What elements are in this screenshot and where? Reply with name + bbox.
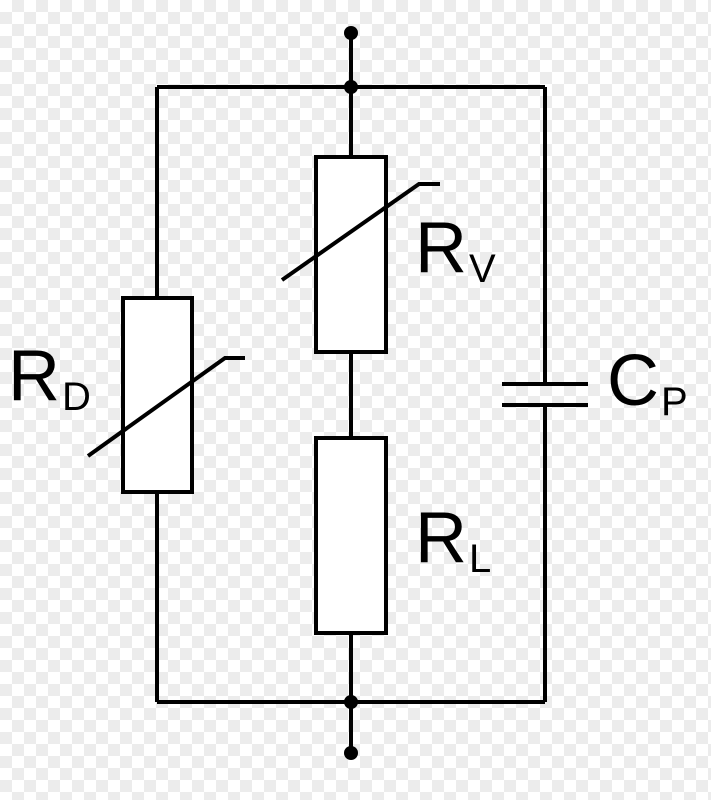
label-rv: RV [415,212,496,289]
label-rv-letter: R [415,208,467,288]
resistor-rv-body [314,155,388,354]
resistor-rd-symbol [86,296,245,494]
label-cp-subscript: P [661,380,688,424]
resistor-rd-body [121,296,194,494]
bottom-terminal-dot [344,746,358,760]
label-cp: CP [607,345,688,422]
top-junction-dot [344,80,358,94]
label-rl: RL [415,502,491,579]
resistor-rd-variable-arrow [86,356,245,458]
resistor-rl-body [314,436,388,635]
label-rl-subscript: L [469,537,492,581]
capacitor-cp-symbol [502,382,588,407]
label-rd-subscript: D [62,375,91,419]
label-cp-letter: C [607,341,659,421]
label-rd: RD [8,340,91,417]
resistor-rv-variable-arrow [280,182,440,282]
top-terminal-dot [344,26,358,40]
bottom-junction-dot [344,695,358,709]
label-rl-letter: R [415,498,467,578]
resistor-rl-symbol [314,436,388,635]
label-rd-letter: R [8,336,60,416]
resistor-rv-symbol [280,155,440,354]
label-rv-subscript: V [469,247,496,291]
